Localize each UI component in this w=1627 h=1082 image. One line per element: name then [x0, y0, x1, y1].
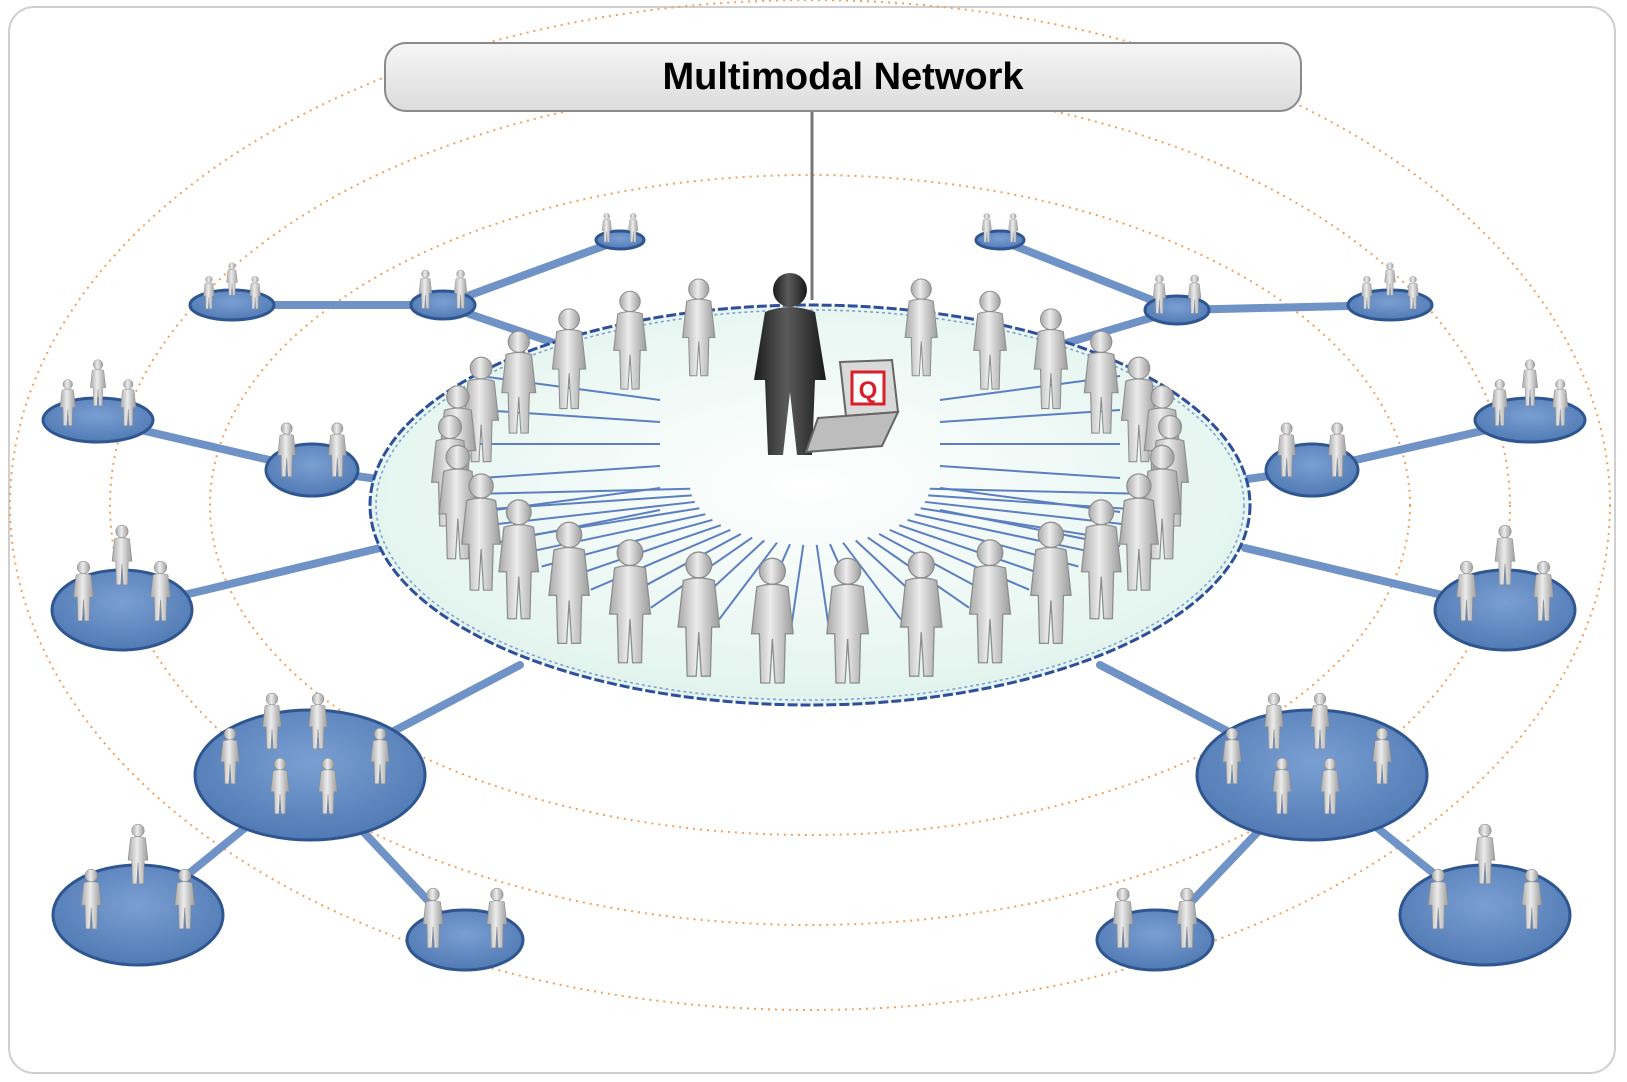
hub-spoke [939, 409, 1121, 423]
group-node [594, 229, 646, 251]
hub-spoke [914, 513, 1099, 555]
peripheral-group [1264, 422, 1360, 498]
peripheral-group [193, 692, 427, 842]
laptop-icon: Q [804, 358, 900, 454]
central-hub [368, 303, 1252, 707]
hub-spoke [479, 465, 661, 479]
peripheral-group [51, 823, 225, 967]
hub-spoke [929, 487, 1140, 495]
orbit-ring [109, 84, 1511, 926]
group-node [193, 708, 427, 842]
group-node [51, 863, 225, 967]
hub-spoke [842, 542, 902, 621]
group-node [1195, 708, 1429, 842]
group-node [1398, 863, 1572, 967]
group-node [41, 396, 155, 444]
peripheral-group [1195, 692, 1429, 842]
orbit-rings [9, 0, 1611, 1011]
group-node [188, 288, 276, 322]
title-box: Multimodal Network [384, 42, 1302, 112]
peripheral-group [50, 524, 194, 652]
group-node [50, 568, 194, 652]
group-node [974, 229, 1026, 251]
peripheral-group [594, 213, 646, 251]
hub-spoke [521, 513, 706, 555]
person-with-laptop-icon: Q [754, 273, 900, 455]
peripheral-group [1433, 524, 1577, 652]
orbit-ring [9, 0, 1611, 1011]
group-node [1346, 288, 1434, 322]
group-node [1473, 396, 1587, 444]
network-link [439, 236, 624, 309]
peripheral-group [41, 359, 155, 444]
peripheral-group [1143, 274, 1211, 326]
hub-spoke [939, 465, 1121, 479]
laptop-logo: Q [859, 377, 878, 404]
peripheral-group [1473, 359, 1587, 444]
peripheral-group [264, 422, 360, 498]
peripheral-group [188, 262, 276, 322]
peripheral-group [1346, 262, 1434, 322]
peripheral-group [409, 269, 477, 321]
peripheral-group [1095, 887, 1215, 972]
group-node [1143, 294, 1211, 326]
group-node [409, 289, 477, 321]
hub-spoke [718, 542, 778, 621]
network-link [996, 236, 1181, 314]
orbit-ring [209, 174, 1411, 836]
peripheral-group [1398, 823, 1572, 967]
diagram-title: Multimodal Network [662, 55, 1024, 98]
peripheral-groups [41, 213, 1587, 972]
hub-spoke [815, 544, 830, 625]
peripheral-group [405, 887, 525, 972]
central-user: Q [754, 273, 900, 455]
central-hub-inner-border [375, 309, 1245, 701]
group-node [1433, 568, 1577, 652]
hub-spoke [790, 544, 805, 625]
peripheral-group [974, 213, 1026, 251]
